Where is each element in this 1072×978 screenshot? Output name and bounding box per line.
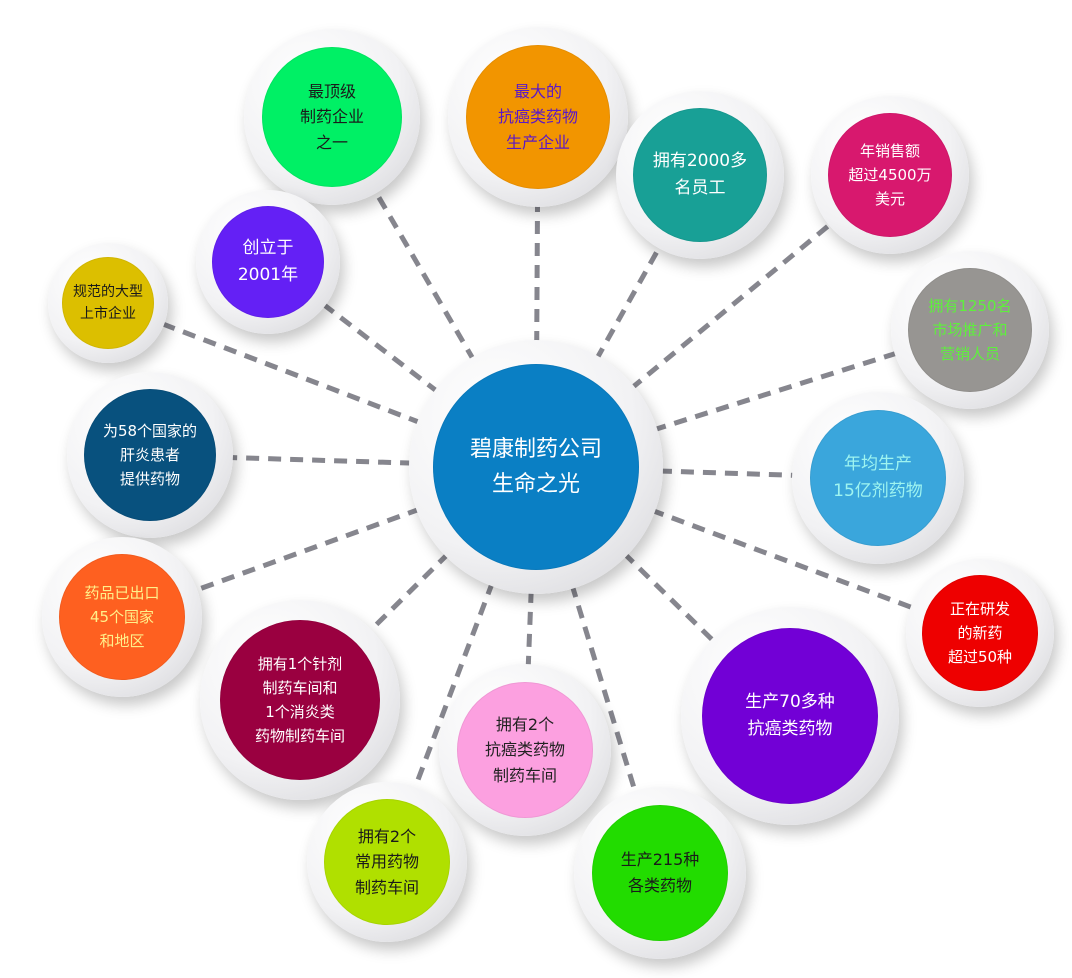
node-annual-production-text-line: 15亿剂药物 <box>833 481 923 501</box>
node-export-text-line: 药品已出口 <box>84 584 160 602</box>
node-rnd-circle: 正在研发的新药超过50种 <box>922 575 1038 691</box>
node-employees: 拥有2000多名员工 <box>616 91 784 259</box>
node-anticancer-products-text-line: 抗癌类药物 <box>747 719 833 739</box>
node-product-count-text-line: 各类药物 <box>627 876 692 895</box>
node-export: 药品已出口 45个国家和地区 <box>42 537 202 697</box>
node-founded: 创立于 2001年 <box>196 190 340 334</box>
node-injection-workshop-text-line: 1个消炎类 <box>265 703 335 721</box>
node-employees-text-line: 拥有2000多 <box>652 150 748 171</box>
node-hepatitis-text-line: 为58个国家的 <box>102 422 198 440</box>
node-anticancer-workshops-text-line: 制药车间 <box>492 765 557 785</box>
node-anticancer-workshops-text-line: 拥有2个 <box>495 714 555 734</box>
node-sales-text-line: 超过4500万 <box>848 166 932 184</box>
node-founded-text-line: 创立于 <box>242 237 294 258</box>
node-injection-workshop-circle: 拥有1个针剂制药车间和 1个消炎类药物制药车间 <box>220 620 380 780</box>
node-hepatitis-circle: 为58个国家的肝炎患者提供药物 <box>84 389 216 521</box>
node-marketing-staff-text-line: 市场推广和 <box>932 321 1008 339</box>
node-rnd-text-line: 超过50种 <box>947 648 1013 666</box>
node-marketing-staff-circle: 拥有1250名市场推广和营销人员 <box>908 268 1032 392</box>
node-top-tier-text-line: 之一 <box>315 132 348 152</box>
node-common-workshops-text-line: 拥有2个 <box>357 826 417 846</box>
node-anticancer-products: 生产70多种抗癌类药物 <box>681 607 899 825</box>
node-employees-text-line: 名员工 <box>674 178 726 198</box>
node-anticancer-workshops-text-line: 抗癌类药物 <box>484 740 565 760</box>
node-injection-workshop-text-line: 制药车间和 <box>262 679 338 697</box>
node-listed-text-line: 规范的大型 <box>73 283 143 300</box>
node-export-text-line: 和地区 <box>99 632 145 650</box>
node-listed-circle: 规范的大型上市企业 <box>62 257 154 349</box>
connector-anticancer-products <box>622 551 719 647</box>
node-sales-text-line: 年销售额 <box>859 142 920 160</box>
node-injection-workshop: 拥有1个针剂制药车间和 1个消炎类药物制药车间 <box>200 600 400 800</box>
node-largest-anticancer: 最大的抗癌类药物生产企业 <box>448 27 628 207</box>
node-product-count-text-line: 生产215种 <box>620 850 700 870</box>
connector-product-count <box>569 583 639 796</box>
node-injection-workshop-text-line: 拥有1个针剂 <box>257 655 343 673</box>
center-hub-text-line: 生命之光 <box>491 472 580 497</box>
node-hepatitis-text-line: 提供药物 <box>119 470 180 488</box>
node-largest-anticancer-text-line: 最大的 <box>513 81 562 101</box>
center-hub: 碧康制药公司生命之光 <box>409 340 663 594</box>
connector-listed <box>163 322 423 426</box>
connector-common-workshops <box>411 581 495 791</box>
connector-hepatitis <box>229 454 414 466</box>
node-anticancer-products-circle: 生产70多种抗癌类药物 <box>702 628 878 804</box>
node-common-workshops-text-line: 常用药物 <box>354 852 419 872</box>
node-anticancer-products-text-line: 生产70多种 <box>745 691 835 712</box>
node-sales-circle: 年销售额超过4500万美元 <box>828 113 952 237</box>
connector-founded <box>322 302 440 395</box>
node-founded-circle: 创立于 2001年 <box>212 206 324 318</box>
node-listed-text-line: 上市企业 <box>80 306 136 322</box>
connector-employees <box>594 244 663 361</box>
node-marketing-staff: 拥有1250名市场推广和营销人员 <box>891 251 1049 409</box>
node-anticancer-workshops-circle: 拥有2个抗癌类药物制药车间 <box>457 682 593 818</box>
node-annual-production-circle: 年均生产 15亿剂药物 <box>810 410 946 546</box>
node-top-tier-circle: 最顶级制药企业之一 <box>262 47 402 187</box>
node-top-tier-text-line: 最顶级 <box>307 81 356 101</box>
node-largest-anticancer-text-line: 生产企业 <box>505 132 570 152</box>
node-hepatitis-text-line: 肝炎患者 <box>119 446 180 464</box>
node-anticancer-workshops: 拥有2个抗癌类药物制药车间 <box>439 664 611 836</box>
node-export-text-line: 45个国家 <box>89 608 155 626</box>
node-injection-workshop-text-line: 药物制药车间 <box>254 727 345 745</box>
node-common-workshops: 拥有2个常用药物制药车间 <box>307 782 467 942</box>
node-rnd-text-line: 的新药 <box>957 624 1003 642</box>
node-sales-text-line: 美元 <box>874 190 905 208</box>
node-listed: 规范的大型上市企业 <box>48 243 168 363</box>
node-common-workshops-text-line: 制药车间 <box>354 877 419 897</box>
node-sales: 年销售额超过4500万美元 <box>811 96 969 254</box>
node-marketing-staff-text-line: 营销人员 <box>939 345 1000 363</box>
node-rnd-text-line: 正在研发 <box>949 600 1010 618</box>
node-largest-anticancer-circle: 最大的抗癌类药物生产企业 <box>466 45 610 189</box>
node-founded-text-line: 2001年 <box>237 265 299 285</box>
node-product-count: 生产215种各类药物 <box>574 787 746 959</box>
node-annual-production-text-line: 年均生产 <box>844 453 912 474</box>
connector-largest-anticancer <box>534 202 541 345</box>
node-top-tier-text-line: 制药企业 <box>299 107 364 127</box>
node-largest-anticancer-text-line: 抗癌类药物 <box>497 107 578 127</box>
connector-export <box>193 506 422 594</box>
center-hub-circle: 碧康制药公司生命之光 <box>433 364 639 570</box>
connector-annual-production <box>658 468 797 478</box>
connector-rnd <box>650 507 914 611</box>
node-marketing-staff-text-line: 拥有1250名 <box>928 297 1012 315</box>
connector-anticancer-workshops <box>525 589 534 669</box>
node-top-tier: 最顶级制药企业之一 <box>244 29 420 205</box>
node-rnd: 正在研发的新药超过50种 <box>906 559 1054 707</box>
node-product-count-circle: 生产215种各类药物 <box>592 805 728 941</box>
connector-top-tier <box>372 188 477 362</box>
node-annual-production: 年均生产 15亿剂药物 <box>792 392 964 564</box>
node-export-circle: 药品已出口 45个国家和地区 <box>59 554 185 680</box>
node-hepatitis: 为58个国家的肝炎患者提供药物 <box>67 372 233 538</box>
node-employees-circle: 拥有2000多名员工 <box>633 108 767 242</box>
node-common-workshops-circle: 拥有2个常用药物制药车间 <box>324 799 450 925</box>
center-hub-text-line: 碧康制药公司 <box>469 436 602 462</box>
connector-injection-workshop <box>365 551 451 636</box>
